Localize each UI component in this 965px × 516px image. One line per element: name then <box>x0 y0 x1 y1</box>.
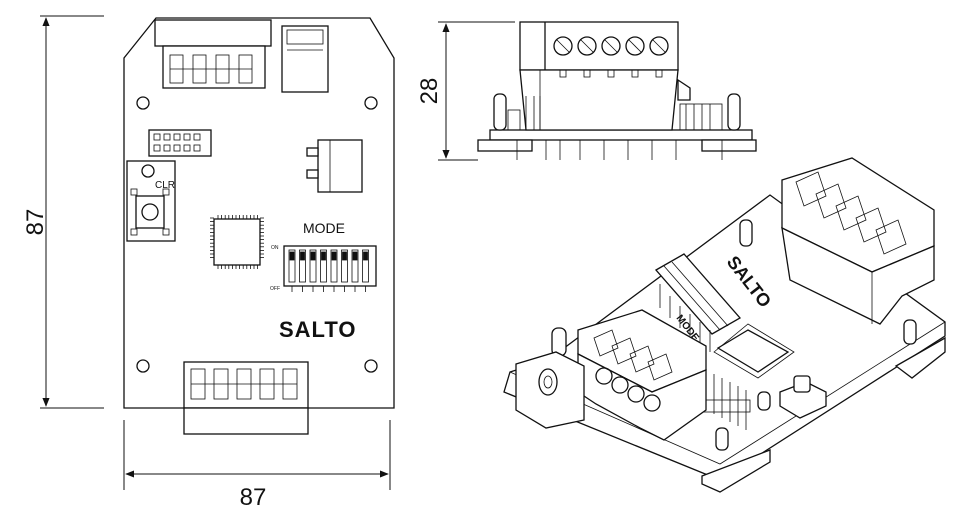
dip-switch-knob <box>363 251 368 261</box>
bottom-terminal-block <box>183 361 309 435</box>
mount-hole <box>364 96 378 110</box>
iso-push-button <box>779 375 827 419</box>
dip-switch-slot <box>351 249 359 283</box>
dip-switch-knob <box>310 251 316 261</box>
dip-switch-knob <box>289 251 295 261</box>
dip-switch-knob <box>342 251 347 261</box>
dip-switch-slot <box>288 249 296 283</box>
dip-switch-knob <box>331 251 337 261</box>
dip-switch-knob <box>352 251 358 261</box>
salto-logo: SALTO <box>279 317 357 342</box>
top-terminal-block <box>154 19 272 89</box>
mount-hole <box>136 359 150 373</box>
clr-label: CLR <box>155 180 175 191</box>
microcontroller-chip <box>210 215 264 269</box>
mode-label: MODE <box>303 220 345 236</box>
height-dimension-label: 87 <box>22 209 49 236</box>
width-dimension-label: 87 <box>240 484 267 511</box>
iso-led <box>551 219 917 451</box>
top-view: CLR MODE ON OFF SALTO <box>123 17 395 435</box>
isometric-view: SALTO MODE <box>503 157 946 493</box>
board-outline <box>123 17 395 409</box>
dc-jack <box>281 25 329 93</box>
iso-microcontroller-chip <box>713 323 795 379</box>
dip-on-label: ON <box>271 245 279 251</box>
dip-switch-slot <box>362 249 369 283</box>
dip-switch-slot <box>320 249 327 283</box>
dip-switch-slot <box>341 249 348 283</box>
iso-dc-jack <box>515 351 585 429</box>
dip-switch-knob <box>300 251 305 261</box>
dip-switch-knob <box>321 251 326 261</box>
depth-dimension-label: 28 <box>416 78 443 105</box>
mount-hole <box>136 96 150 110</box>
pin-header <box>148 129 212 157</box>
side-view <box>477 21 757 160</box>
dip-switch-slot <box>330 249 338 283</box>
iso-dip-switch <box>654 253 742 352</box>
iso-terminal-block-right <box>781 157 935 325</box>
dip-switch-slot <box>299 249 306 283</box>
height-dimension <box>40 15 104 409</box>
dip-off-label: OFF <box>270 286 280 292</box>
dip-switch-slot <box>309 249 317 283</box>
mode-dip-switch <box>283 245 377 292</box>
mount-hole <box>364 359 378 373</box>
width-dimension <box>123 420 391 490</box>
clr-button <box>126 160 176 242</box>
voltage-regulator <box>306 139 363 193</box>
depth-dimension <box>438 21 515 161</box>
